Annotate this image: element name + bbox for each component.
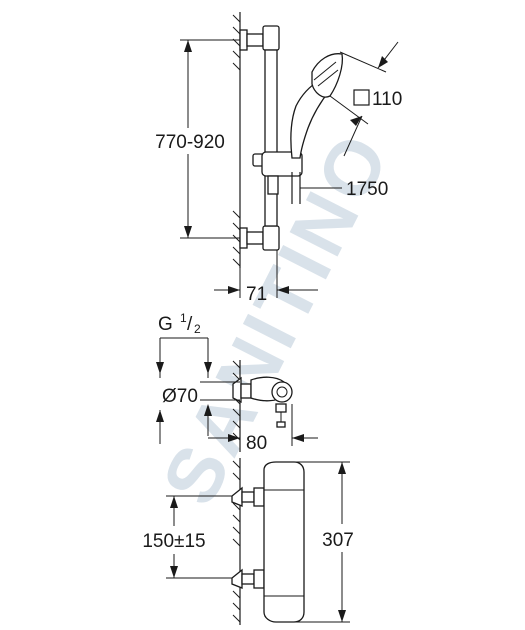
- handshower-size-label: 110: [372, 89, 402, 110]
- rail-height-dimension: [180, 39, 240, 239]
- rosette-diameter-dimension: [156, 399, 240, 444]
- mixer-depth-dimension: [208, 404, 318, 446]
- bottom-connection: [231, 568, 265, 589]
- rail-depth-dimension: [214, 250, 318, 298]
- mixer-body: [263, 461, 305, 623]
- shower-rail: [264, 49, 278, 227]
- bottom-wall-bracket: [239, 225, 280, 251]
- square-symbol-icon: [353, 89, 370, 106]
- mixer-front-view: 150±15 307: [142, 458, 354, 625]
- mixer-depth-label: 80: [246, 433, 267, 454]
- rail-depth-label: 71: [246, 284, 267, 305]
- mixer-height-label: 307: [322, 530, 354, 551]
- thread-prefix: G: [158, 314, 173, 335]
- handshower-size-dimension: [329, 41, 399, 157]
- hand-shower: [290, 53, 344, 159]
- mixer-height-dimension: [296, 461, 350, 623]
- mixer-side-view: G 1 / 2 Ø70 80: [156, 311, 318, 454]
- thread-slash: /: [187, 314, 193, 335]
- rosette-diameter-label: Ø70: [162, 386, 198, 407]
- thread-numerator: 1: [180, 311, 187, 325]
- mixer-side-body: [232, 376, 293, 428]
- thread-label: G 1 / 2: [158, 311, 201, 336]
- connection-spacing-label: 150±15: [142, 531, 205, 552]
- top-connection: [231, 486, 265, 507]
- thread-dimension: [156, 337, 240, 383]
- shower-rail-drawing: 770-920 110 1750 71: [155, 12, 402, 305]
- wall-hatching-front: [232, 460, 241, 623]
- top-wall-bracket: [239, 25, 280, 51]
- rail-height-label: 770-920: [155, 132, 225, 153]
- thread-denominator: 2: [194, 322, 201, 336]
- hose-length-label: 1750: [346, 179, 388, 200]
- connection-spacing-dimension: [166, 495, 232, 579]
- wall-hatching: [232, 14, 241, 267]
